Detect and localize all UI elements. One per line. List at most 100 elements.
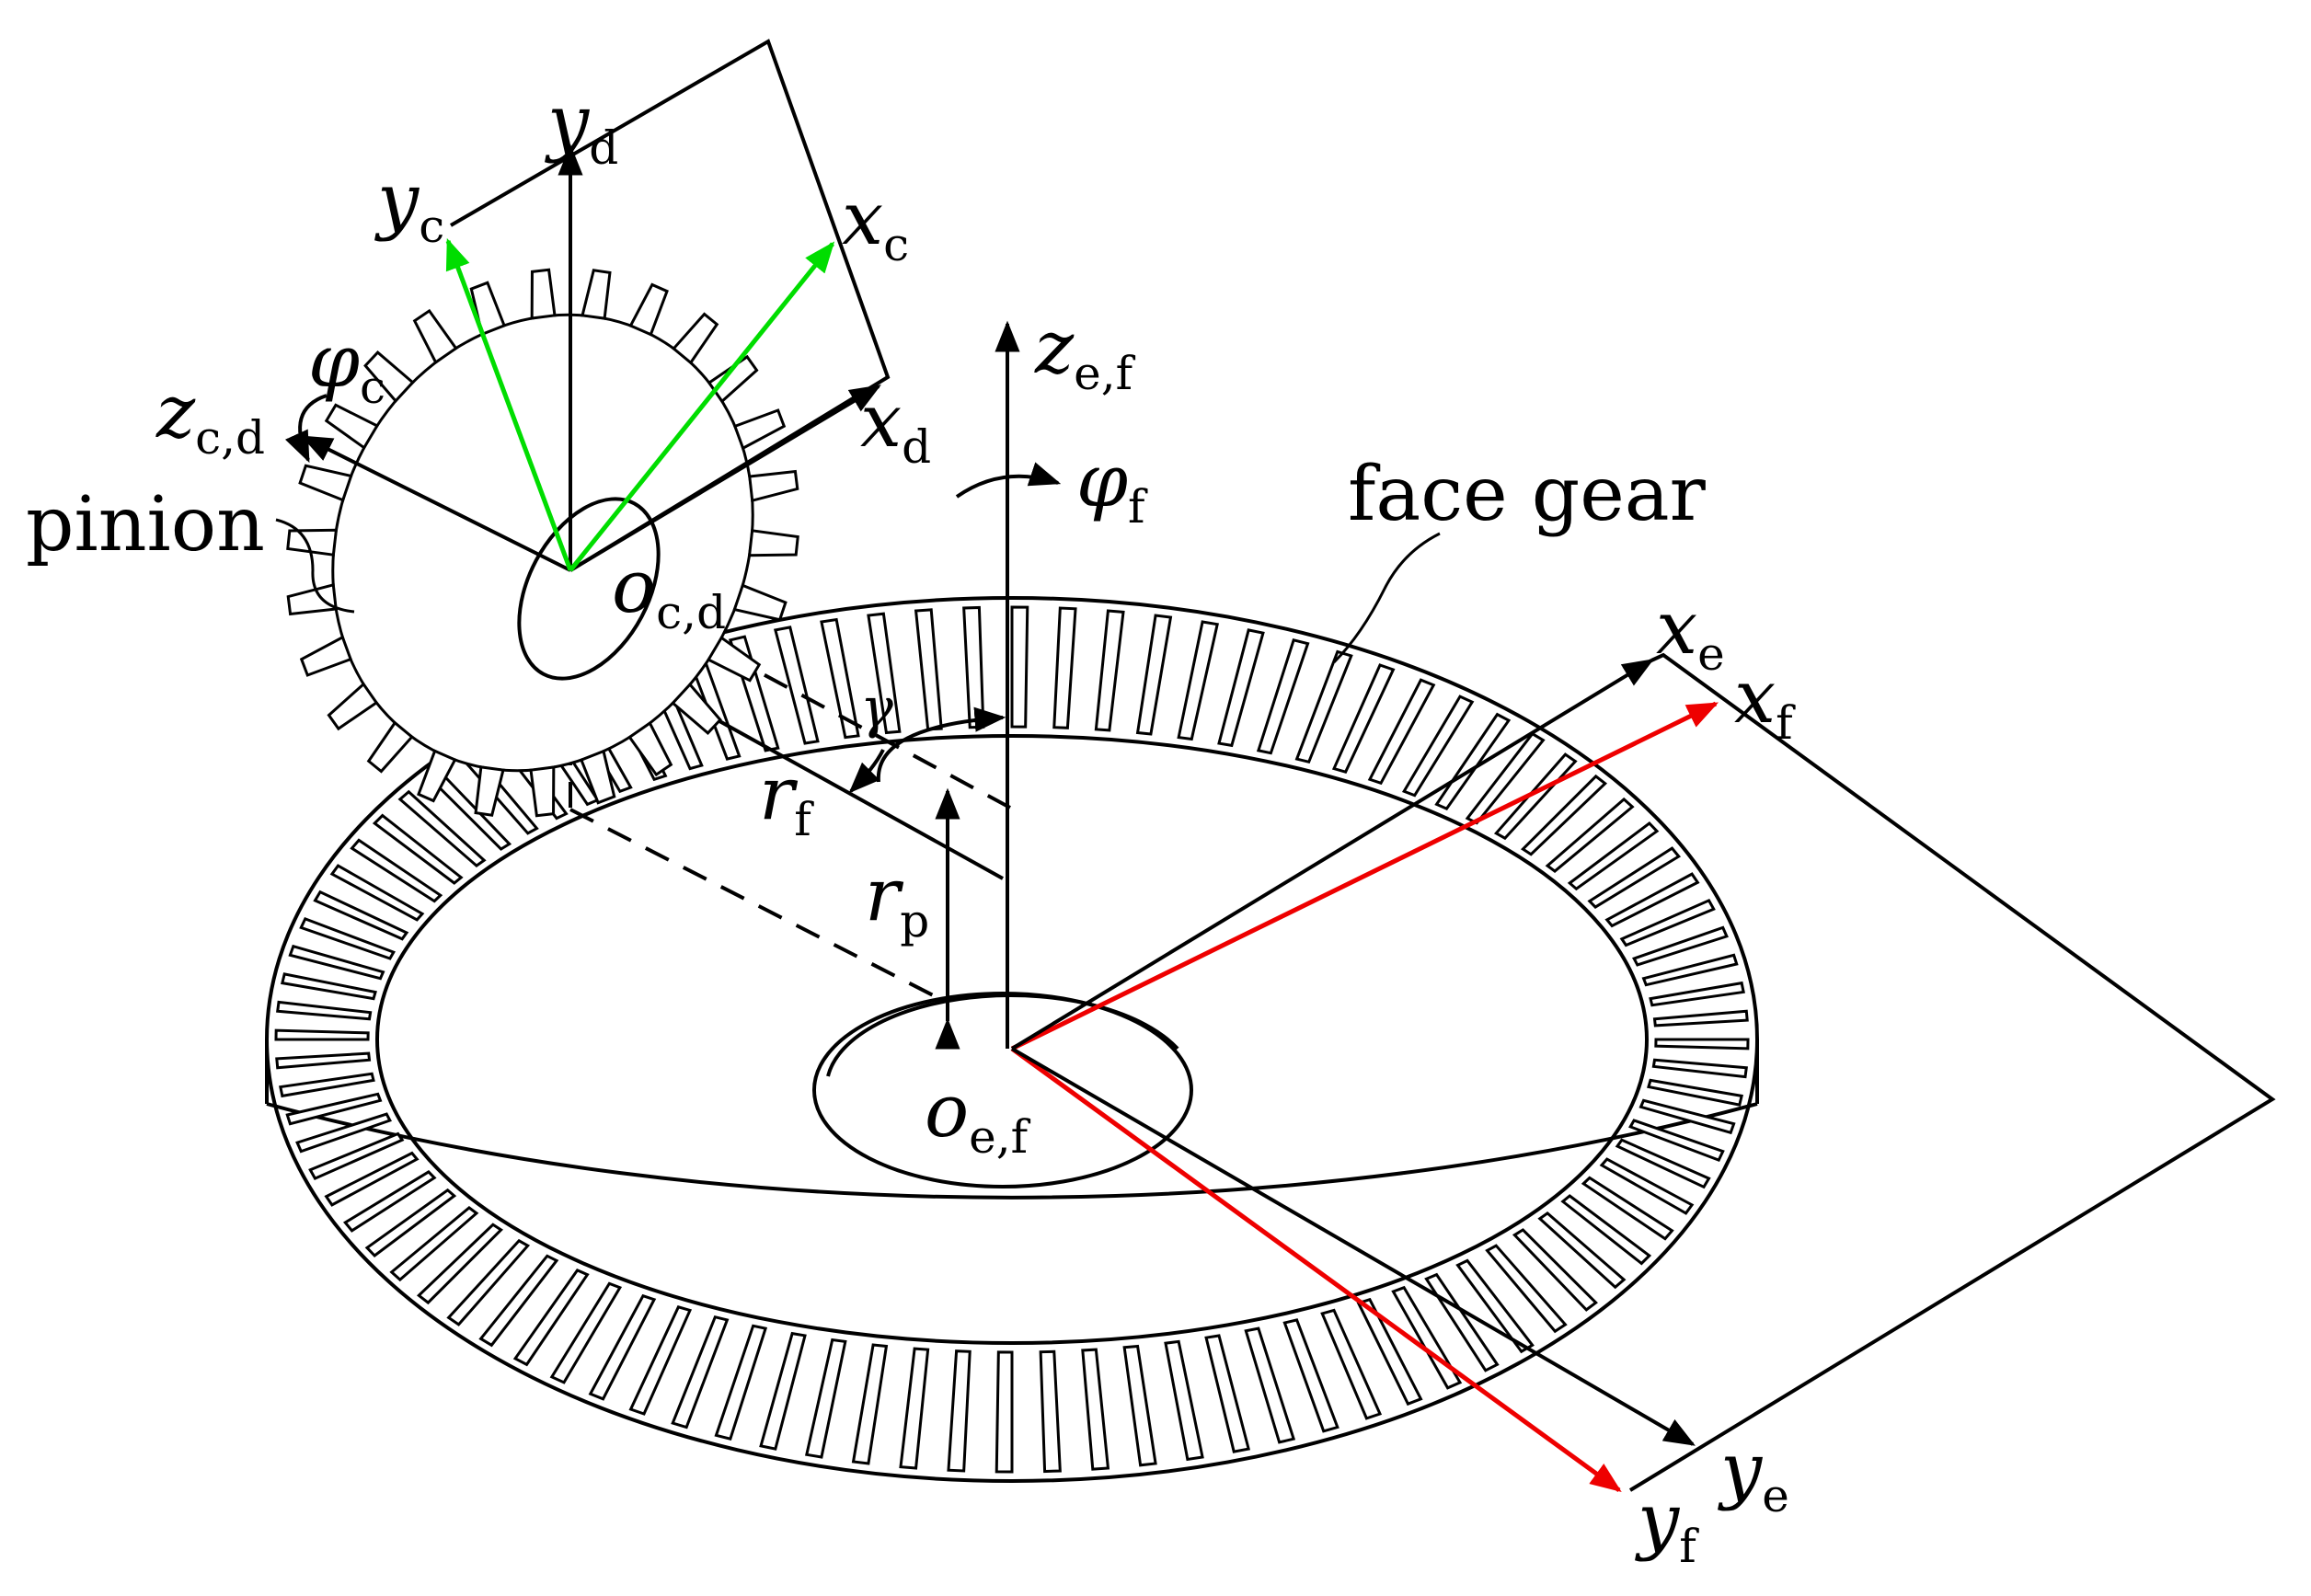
zcd-axis-arrow [300, 435, 571, 572]
face-gear-tooth [288, 944, 385, 981]
face-gear-tooth [1177, 620, 1220, 741]
face-gear-tooth [671, 1315, 730, 1430]
face-gear-tooth [1654, 1038, 1750, 1051]
face-gear-tooth [1604, 872, 1700, 928]
pinion-tooth [581, 269, 612, 320]
face-gear-tooth [285, 1092, 383, 1126]
label-gamma: γ [860, 676, 893, 741]
face-gear-tooth [1401, 695, 1475, 798]
face-gear-tooth [1204, 1334, 1251, 1453]
pinion-tooth [671, 682, 722, 735]
face-gear-tooth [1628, 1119, 1725, 1163]
label-yf: yf [1635, 1477, 1699, 1573]
face-gear-tooth [1619, 898, 1716, 947]
e-frame [1010, 652, 2276, 1492]
ye-axis-arrow [1010, 1047, 1696, 1446]
pinion-tooth [732, 583, 788, 622]
face-gear-tooth [1039, 1349, 1062, 1474]
pinion-tooth [732, 408, 787, 451]
face-gear-tooth [1599, 1157, 1695, 1215]
pinion-tooth [672, 312, 719, 365]
face-gear-tooth [274, 1028, 370, 1041]
face-gear-tooth [1434, 712, 1512, 810]
pinion-leader [275, 518, 355, 614]
face-gear-tooth [1567, 821, 1660, 891]
label-rp: rp [865, 852, 929, 947]
xe-axis-arrow [1010, 659, 1654, 1051]
labels: yd yc xc xd zc,d φc oc,d ze,f φf γ rf rp… [26, 79, 1796, 1573]
face-gear-tooth [1651, 1058, 1748, 1079]
phif-rotation-arrow [955, 462, 1062, 499]
face-gear-tooth [1493, 752, 1578, 841]
face-gear-tooth [1581, 1176, 1674, 1241]
label-xd: xd [860, 378, 931, 474]
face-gear-tooth [1632, 925, 1729, 967]
face-gear-tooth [1537, 1211, 1627, 1290]
face-gear-tooth [1164, 1339, 1204, 1462]
face-gear-tooth [446, 1238, 531, 1326]
face-gear-tooth [478, 1254, 559, 1348]
label-ocd: oc,d [612, 544, 726, 639]
pinion-tooth [529, 765, 556, 818]
yc-axis-arrow [445, 237, 573, 571]
face-gear-tooth [1367, 678, 1436, 786]
face-gear-tooth [1122, 1344, 1157, 1467]
face-gear-tooth [549, 1281, 623, 1384]
pinion-tooth [299, 635, 353, 677]
pinion-tooth [628, 282, 669, 337]
face-gear-leader [1332, 532, 1441, 664]
pinion-tooth [530, 268, 557, 320]
face-gear-tooth [1615, 1138, 1711, 1189]
pinion-tooth [286, 528, 339, 557]
face-gear-tooth [313, 890, 409, 941]
face-gear-tooth [324, 1151, 420, 1207]
face-gear-tooth [899, 1347, 930, 1470]
pinion-tooth [417, 749, 457, 803]
face-gear-tooth [1294, 649, 1353, 764]
face-gear-tooth [867, 612, 902, 735]
red-axes [1010, 701, 1719, 1493]
face-gear-tooth [389, 1206, 479, 1282]
face-gear-tooth [773, 626, 820, 745]
pinion-hub [517, 497, 661, 681]
label-phic: φc [308, 318, 385, 414]
face-gear-tooth [1135, 614, 1173, 736]
face-gear-tooth [416, 1223, 504, 1305]
label-yc: yc [374, 157, 444, 253]
face-gear-tooth [281, 972, 377, 1001]
face-gear-tooth [299, 916, 396, 960]
face-gear-tooth [1217, 628, 1265, 748]
pinion-tooth [286, 582, 338, 616]
e-plane-outline [1628, 652, 2276, 1492]
label-zef: ze,f [1034, 304, 1136, 400]
xc-axis-arrow [569, 241, 835, 572]
face-gear-tooth [1455, 1258, 1535, 1354]
face-gear-tooth [329, 864, 425, 922]
face-gear-tooth [276, 1000, 373, 1021]
xf-axis-arrow [1010, 701, 1719, 1051]
face-gear-tooth [962, 605, 985, 729]
pinion-tooth [706, 636, 762, 683]
label-pinion: pinion [26, 481, 265, 568]
face-gear-tooth [1010, 605, 1029, 729]
face-gear-tooth [759, 1331, 807, 1451]
face-gear-tooth [512, 1269, 590, 1367]
face-gear-tooth [1647, 1078, 1743, 1107]
face-gear-tooth [1485, 1244, 1568, 1334]
green-axes [445, 237, 835, 572]
face-gear-tooth [1282, 1318, 1339, 1433]
face-gear-tooth [1081, 1348, 1110, 1471]
face-gear-tooth [995, 1350, 1014, 1474]
pinion-tooth [298, 464, 353, 502]
face-gear-tooth [1649, 981, 1745, 1007]
pinion-tooth [327, 682, 379, 731]
face-gear-tooth [714, 1324, 768, 1441]
face-gear-tooth [397, 789, 487, 868]
xd-axis-arrow [569, 385, 881, 572]
pinion-tooth [412, 308, 458, 365]
face-gear-tooth [1331, 663, 1396, 774]
pinion-tooth [748, 469, 799, 503]
label-face-gear: face gear [1348, 451, 1707, 538]
face-gear-tooth [820, 617, 860, 740]
